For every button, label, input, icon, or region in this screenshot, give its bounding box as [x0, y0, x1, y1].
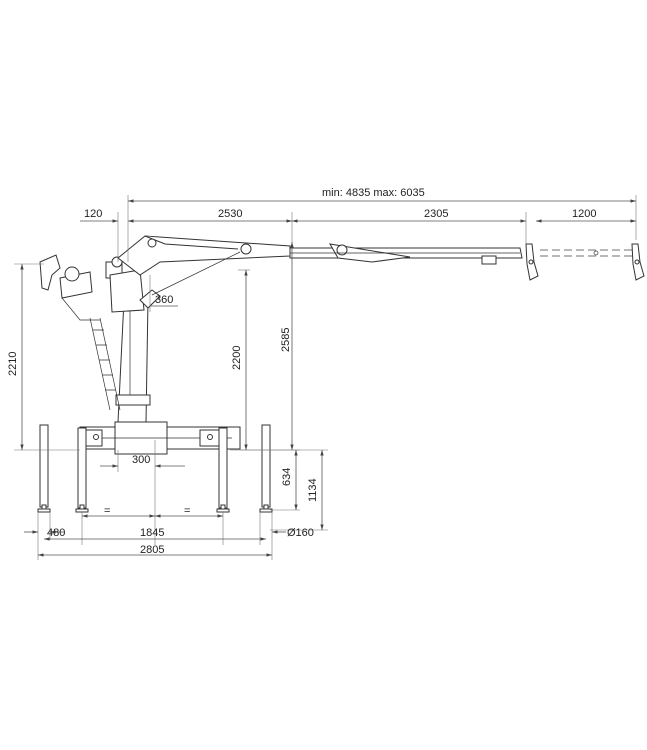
label-2210: 2210	[7, 352, 19, 376]
label-2585: 2585	[280, 328, 292, 352]
label-1134: 1134	[307, 478, 319, 502]
dimension-labels: min: 4835 max: 6035 120 2530 2305 1200 3…	[7, 187, 596, 556]
dimension-lines	[14, 195, 637, 560]
jib-arm	[289, 243, 523, 265]
label-2200: 2200	[231, 346, 243, 370]
hook-max	[631, 243, 645, 281]
base-frame	[79, 421, 241, 455]
slewing-mechanism	[105, 256, 145, 313]
label-360: 360	[155, 294, 173, 306]
label-634: 634	[281, 468, 293, 486]
label-2530: 2530	[218, 208, 242, 220]
label-eq-right: =	[184, 505, 190, 517]
outrigger-left-inner	[75, 427, 89, 513]
ladder	[89, 317, 121, 411]
label-2305: 2305	[424, 208, 448, 220]
outrigger-right-outer	[259, 424, 273, 513]
label-d160: Ø160	[287, 527, 314, 539]
label-300: 300	[132, 454, 150, 466]
label-eq-left: =	[104, 505, 110, 517]
jib-extension	[540, 249, 632, 257]
crane-body	[37, 235, 645, 513]
label-reach: min: 4835 max: 6035	[322, 187, 425, 199]
label-120: 120	[84, 208, 102, 220]
main-boom	[117, 235, 291, 276]
label-1845: 1845	[140, 527, 164, 539]
operator-seat	[39, 254, 100, 321]
label-2805: 2805	[140, 544, 164, 556]
label-1200: 1200	[572, 208, 596, 220]
label-480: 480	[47, 527, 65, 539]
outrigger-left-outer	[37, 424, 51, 513]
outrigger-right-inner	[216, 427, 230, 513]
hook-min	[525, 243, 539, 281]
crane-column	[115, 299, 151, 423]
